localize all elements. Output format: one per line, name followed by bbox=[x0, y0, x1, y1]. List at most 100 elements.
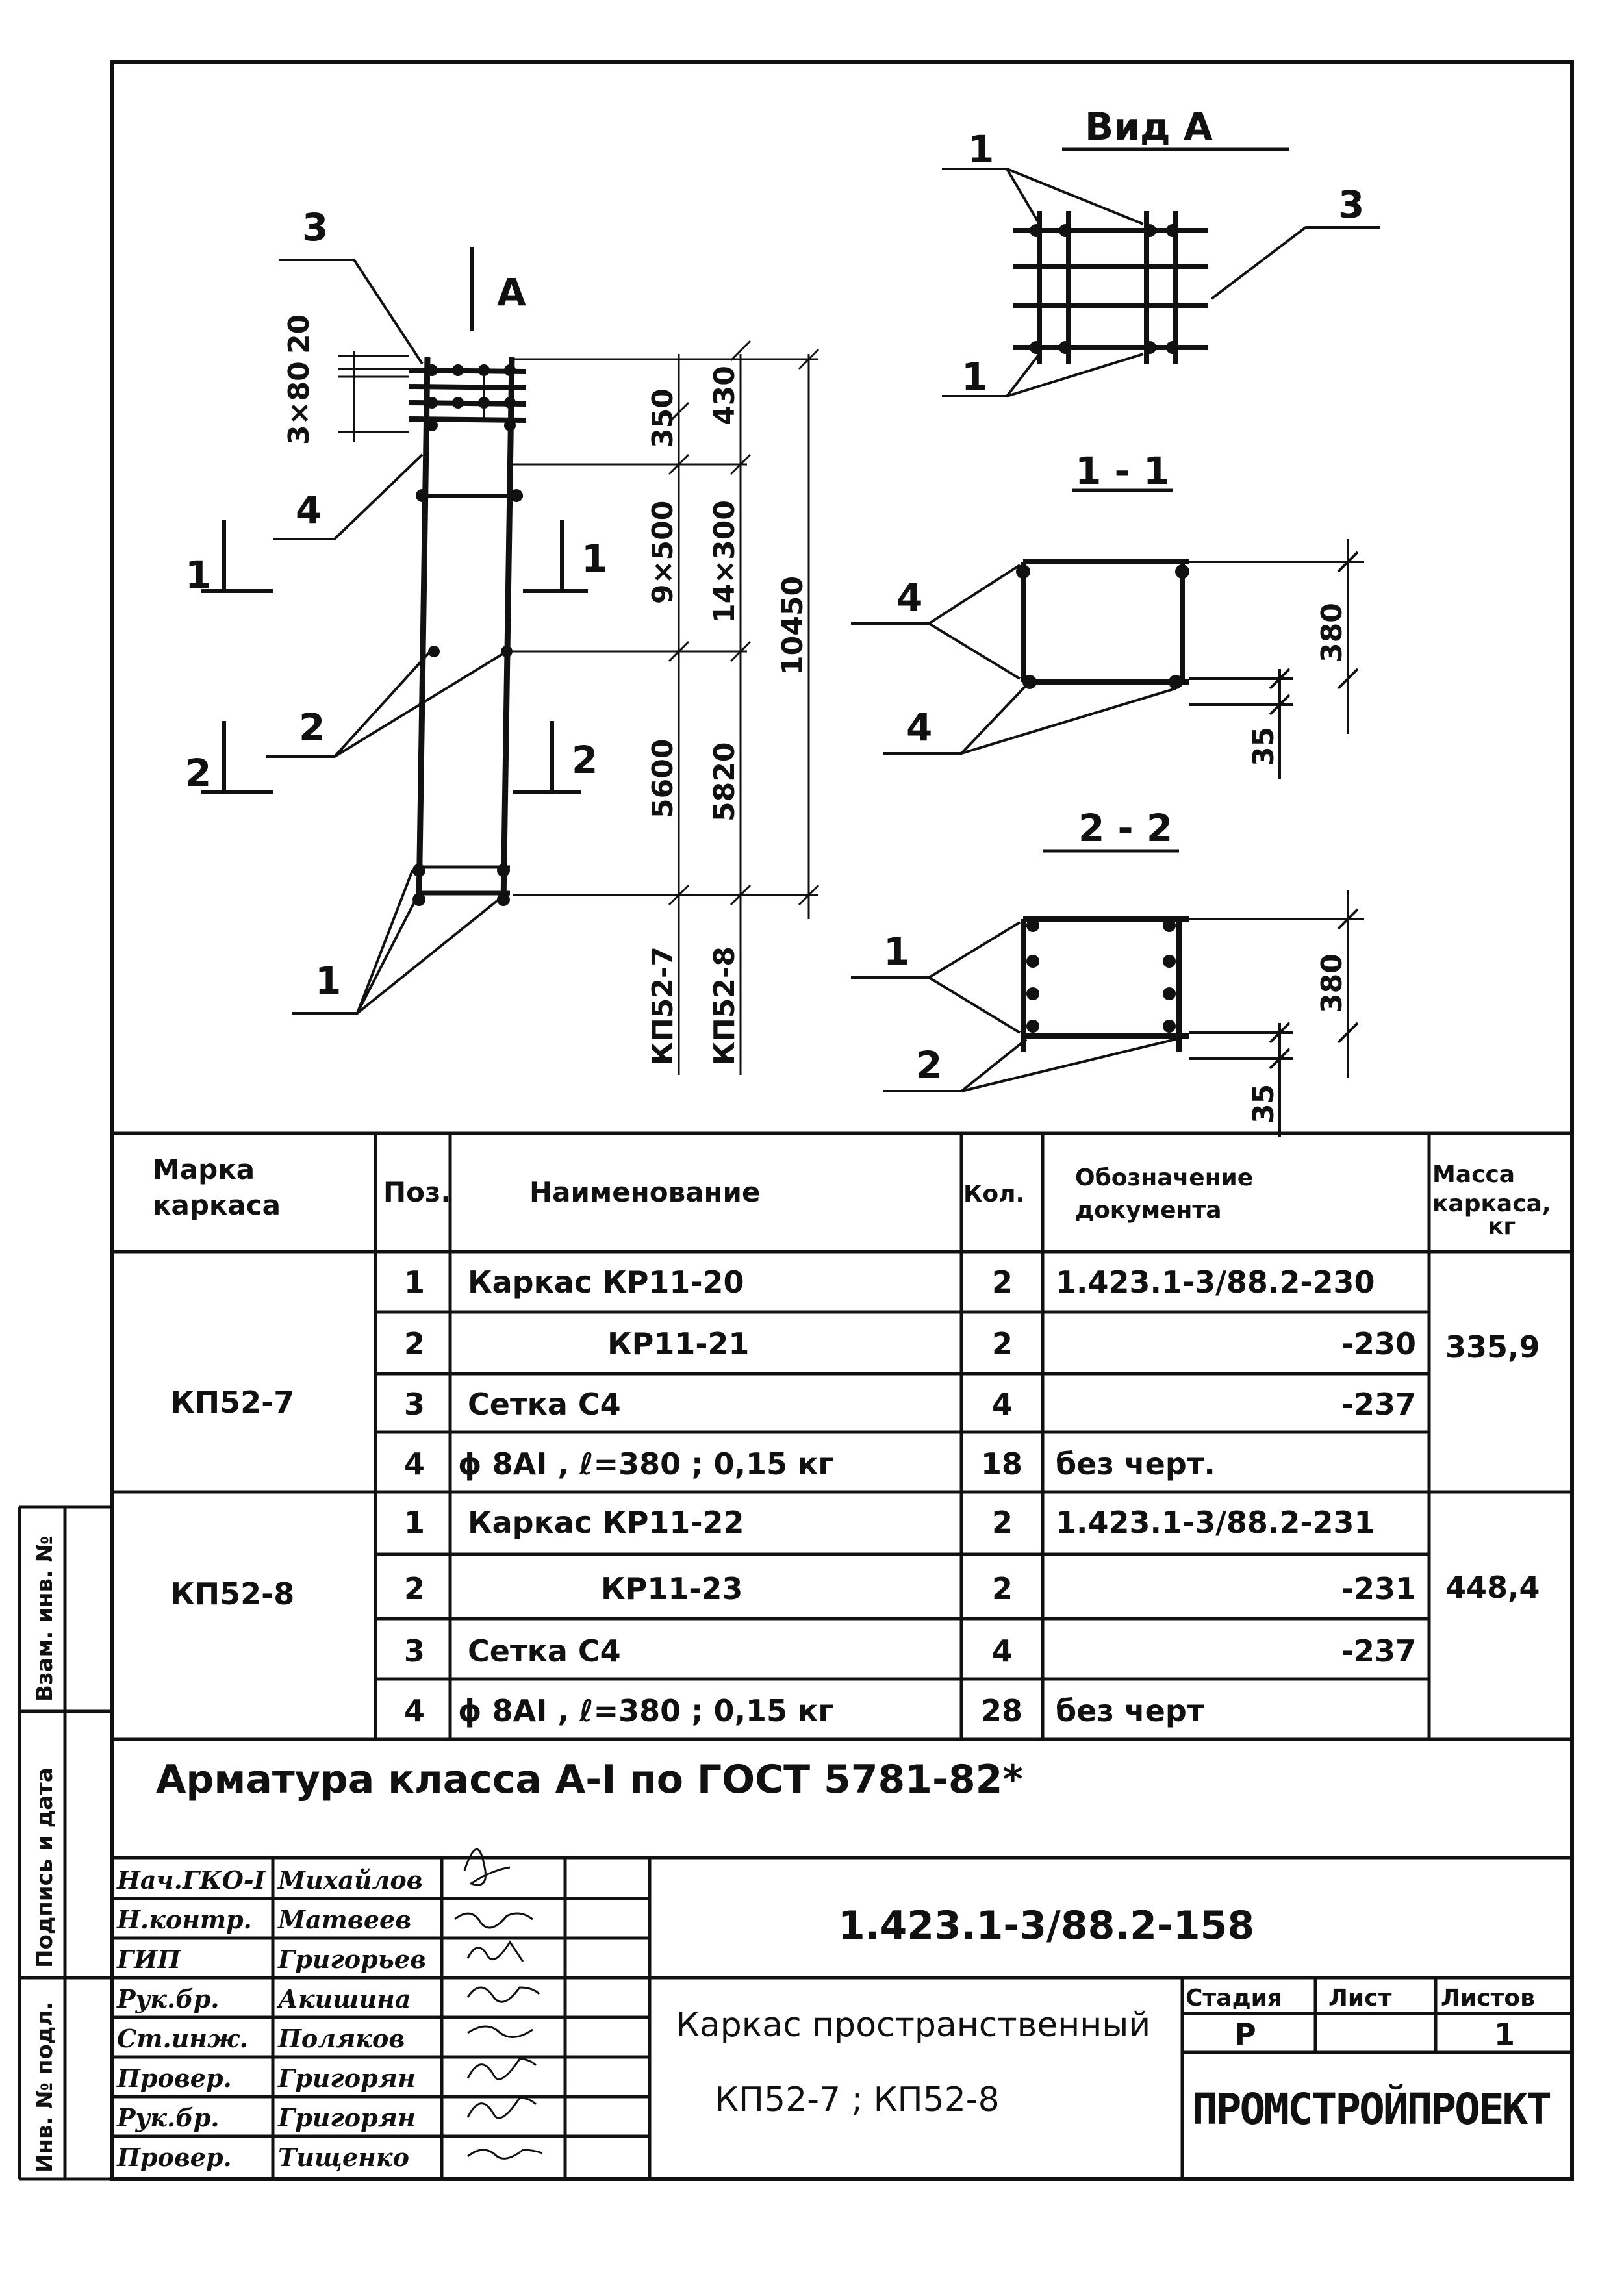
header-doc-line2: документа bbox=[1075, 1197, 1222, 1224]
g2-r2-qty: 2 bbox=[992, 1571, 1013, 1606]
g2-r3-pos: 3 bbox=[404, 1634, 425, 1669]
g1-r4-doc: без черт. bbox=[1056, 1446, 1215, 1482]
header-doc-line1: Обозначение bbox=[1075, 1165, 1253, 1191]
g2-r4-qty: 28 bbox=[981, 1693, 1022, 1728]
group-1-mass: 335,9 bbox=[1445, 1330, 1540, 1365]
view-a-drawing bbox=[1013, 147, 1289, 364]
section-2-2-drawing bbox=[1021, 849, 1189, 1052]
g2-r1-pos: 1 bbox=[404, 1505, 425, 1540]
g2-r4-name: ϕ 8АI , ℓ=380 ; 0,15 кг bbox=[458, 1693, 833, 1728]
dim-20: 20 bbox=[283, 314, 316, 354]
stage-value: Р bbox=[1234, 2017, 1256, 2052]
g1-r2-pos: 2 bbox=[404, 1326, 425, 1361]
sheet-frame bbox=[110, 60, 1574, 2181]
g1-r1-pos: 1 bbox=[404, 1265, 425, 1300]
g2-r2-name: КР11-23 bbox=[601, 1571, 742, 1606]
staff-3-role: ГИП bbox=[116, 1945, 181, 1974]
header-mass-line2: каркаса, bbox=[1432, 1191, 1551, 1217]
reinforcement-note: Арматура класса А-I по ГОСТ 5781-82* bbox=[156, 1757, 1023, 1802]
staff-6-name: Григорян bbox=[277, 2063, 416, 2093]
staff-2-role: Н.контр. bbox=[116, 1905, 252, 1934]
header-mass-line1: Масса bbox=[1432, 1161, 1515, 1188]
g2-r4-doc: без черт bbox=[1056, 1693, 1204, 1728]
callout-4-main: 4 bbox=[296, 488, 322, 532]
section-1-1-drawing bbox=[1021, 488, 1189, 685]
document-code: 1.423.1-3/88.2-158 bbox=[838, 1903, 1254, 1949]
dimension-chain-left bbox=[338, 351, 409, 442]
staff-5-name: Поляков bbox=[277, 2024, 405, 2053]
cut-2-left: 2 bbox=[185, 751, 211, 795]
group-1-mark: КП52-7 bbox=[170, 1385, 294, 1420]
g1-r3-qty: 4 bbox=[992, 1387, 1013, 1422]
dim-35-section-2: 35 bbox=[1247, 1084, 1280, 1124]
dim-350: 350 bbox=[646, 388, 679, 448]
g2-r3-name: Сетка С4 bbox=[468, 1634, 621, 1669]
signature-scribbles bbox=[454, 1848, 543, 2160]
dim-35-section-1: 35 bbox=[1247, 727, 1280, 766]
g2-r2-doc: -231 bbox=[1341, 1571, 1416, 1606]
g2-r1-qty: 2 bbox=[992, 1505, 1013, 1540]
callout-1-view-a-bottom: 1 bbox=[961, 355, 987, 399]
dim-430: 430 bbox=[708, 366, 741, 425]
dim-3x80: 3×80 bbox=[283, 361, 316, 445]
main-elevation bbox=[409, 247, 527, 903]
series-label-b: КП52-8 bbox=[708, 946, 741, 1065]
g1-r2-doc: -230 bbox=[1341, 1326, 1416, 1361]
stage-label: Стадия bbox=[1186, 1985, 1282, 2012]
group-2-mark: КП52-8 bbox=[170, 1576, 294, 1611]
cut-1-right: 1 bbox=[581, 536, 607, 581]
staff-6-role: Провер. bbox=[116, 2063, 232, 2093]
staff-5-role: Ст.инж. bbox=[117, 2024, 248, 2053]
g2-r1-doc: 1.423.1-3/88.2-231 bbox=[1056, 1505, 1375, 1540]
callout-1-view-a-top: 1 bbox=[968, 127, 994, 171]
header-mass-line3: кг bbox=[1488, 1213, 1516, 1240]
callout-1-section-2: 1 bbox=[883, 929, 909, 974]
leader-lines bbox=[266, 259, 511, 1015]
staff-2-name: Матвеев bbox=[277, 1905, 411, 1934]
g2-r2-pos: 2 bbox=[404, 1571, 425, 1606]
sheet-label: Лист bbox=[1328, 1985, 1391, 2012]
g1-r1-name: Каркас КР11-20 bbox=[468, 1265, 744, 1300]
sheets-value: 1 bbox=[1494, 2017, 1515, 2052]
callout-2-main: 2 bbox=[299, 705, 325, 750]
cut-1-left: 1 bbox=[185, 553, 211, 597]
dim-380-section-1: 380 bbox=[1315, 603, 1349, 662]
title-block-grid bbox=[110, 1858, 1572, 2179]
dimension-chains-right bbox=[513, 340, 820, 1075]
callout-1-main: 1 bbox=[315, 959, 341, 1003]
g1-r3-pos: 3 bbox=[404, 1387, 425, 1422]
g1-r3-doc: -237 bbox=[1341, 1387, 1416, 1422]
staff-4-role: Рук.бр. bbox=[116, 1984, 220, 2013]
g2-r3-qty: 4 bbox=[992, 1634, 1013, 1669]
g2-r4-pos: 4 bbox=[404, 1693, 425, 1728]
section-2-title: 2 - 2 bbox=[1078, 806, 1173, 850]
g1-r2-qty: 2 bbox=[992, 1326, 1013, 1361]
sheets-label: Листов bbox=[1441, 1985, 1535, 2012]
callout-4-section-1-bottom: 4 bbox=[906, 705, 932, 750]
cut-2-right: 2 bbox=[572, 738, 598, 782]
weld-nodes bbox=[412, 364, 523, 906]
staff-8-role: Провер. bbox=[116, 2143, 232, 2172]
callout-3-main: 3 bbox=[302, 205, 328, 249]
header-name: Наименование bbox=[529, 1176, 760, 1208]
dim-5820: 5820 bbox=[708, 742, 741, 822]
header-mark-line1: Марка bbox=[153, 1154, 255, 1185]
dim-9x500: 9×500 bbox=[646, 501, 679, 604]
header-mark-line2: каркаса bbox=[153, 1189, 281, 1221]
g1-r4-qty: 18 bbox=[981, 1446, 1022, 1482]
g1-r2-name: КР11-21 bbox=[607, 1326, 749, 1361]
dim-14x300: 14×300 bbox=[708, 500, 741, 624]
dim-380-section-2: 380 bbox=[1315, 953, 1349, 1013]
drawing-title-line2: КП52-7 ; КП52-8 bbox=[715, 2080, 1000, 2119]
staff-1-name: Михайлов bbox=[277, 1865, 423, 1895]
section-1-title: 1 - 1 bbox=[1075, 449, 1169, 493]
section-2-2-nodes bbox=[1026, 919, 1176, 1033]
section-2-2-leaders bbox=[851, 890, 1364, 1137]
header-quantity: Кол. bbox=[963, 1181, 1024, 1207]
view-a-leaders bbox=[942, 168, 1380, 397]
callout-2-section-2: 2 bbox=[916, 1043, 942, 1087]
staff-8-name: Тищенко bbox=[278, 2143, 409, 2172]
series-label-a: КП52-7 bbox=[646, 946, 679, 1065]
staff-7-role: Рук.бр. bbox=[116, 2103, 220, 2132]
